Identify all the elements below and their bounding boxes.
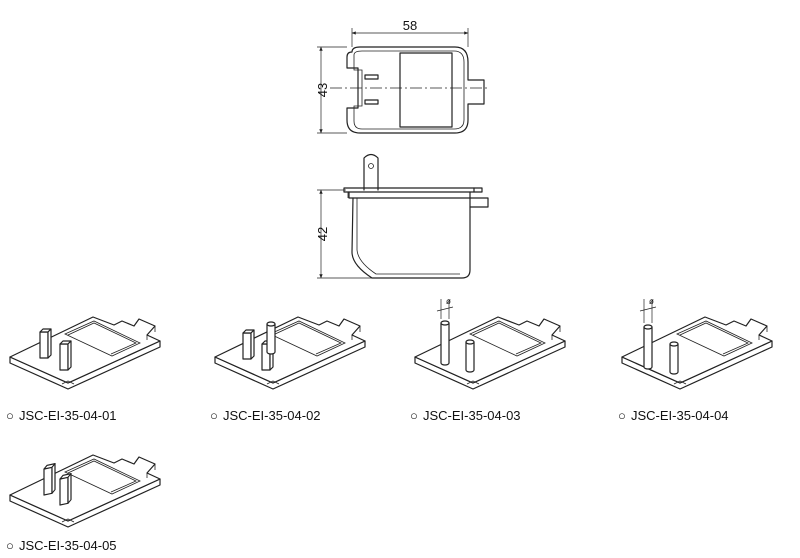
side-view: 42 — [315, 153, 489, 279]
dim-width: 58 — [403, 18, 417, 33]
variant-03-drawing: ø — [414, 297, 566, 390]
variant-04-drawing: ø — [621, 297, 773, 390]
variant-label: JSC-EI-35-04-04 — [631, 408, 729, 423]
variant-label: JSC-EI-35-04-05 — [19, 538, 117, 553]
variant-label: JSC-EI-35-04-03 — [423, 408, 521, 423]
circle-symbol: ○ — [410, 408, 418, 423]
dim-height-side: 42 — [315, 227, 330, 241]
dim-height-top: 43 — [315, 83, 330, 97]
variant-02-drawing — [214, 316, 366, 390]
variant-05-label: ○ JSC-EI-35-04-05 — [6, 538, 117, 553]
variant-05-drawing — [9, 454, 161, 528]
variant-01-label: ○ JSC-EI-35-04-01 — [6, 408, 117, 423]
circle-symbol: ○ — [210, 408, 218, 423]
variant-03-label: ○ JSC-EI-35-04-03 — [410, 408, 521, 423]
variant-label: JSC-EI-35-04-01 — [19, 408, 117, 423]
diameter-symbol: ø — [446, 297, 451, 306]
circle-symbol: ○ — [6, 408, 14, 423]
circle-symbol: ○ — [6, 538, 14, 553]
top-view: 58 43 — [315, 18, 488, 134]
variant-01-drawing — [9, 316, 161, 390]
circle-symbol: ○ — [618, 408, 626, 423]
variant-04-label: ○ JSC-EI-35-04-04 — [618, 408, 729, 423]
variant-02-label: ○ JSC-EI-35-04-02 — [210, 408, 321, 423]
variant-label: JSC-EI-35-04-02 — [223, 408, 321, 423]
diameter-symbol: ø — [649, 297, 654, 306]
